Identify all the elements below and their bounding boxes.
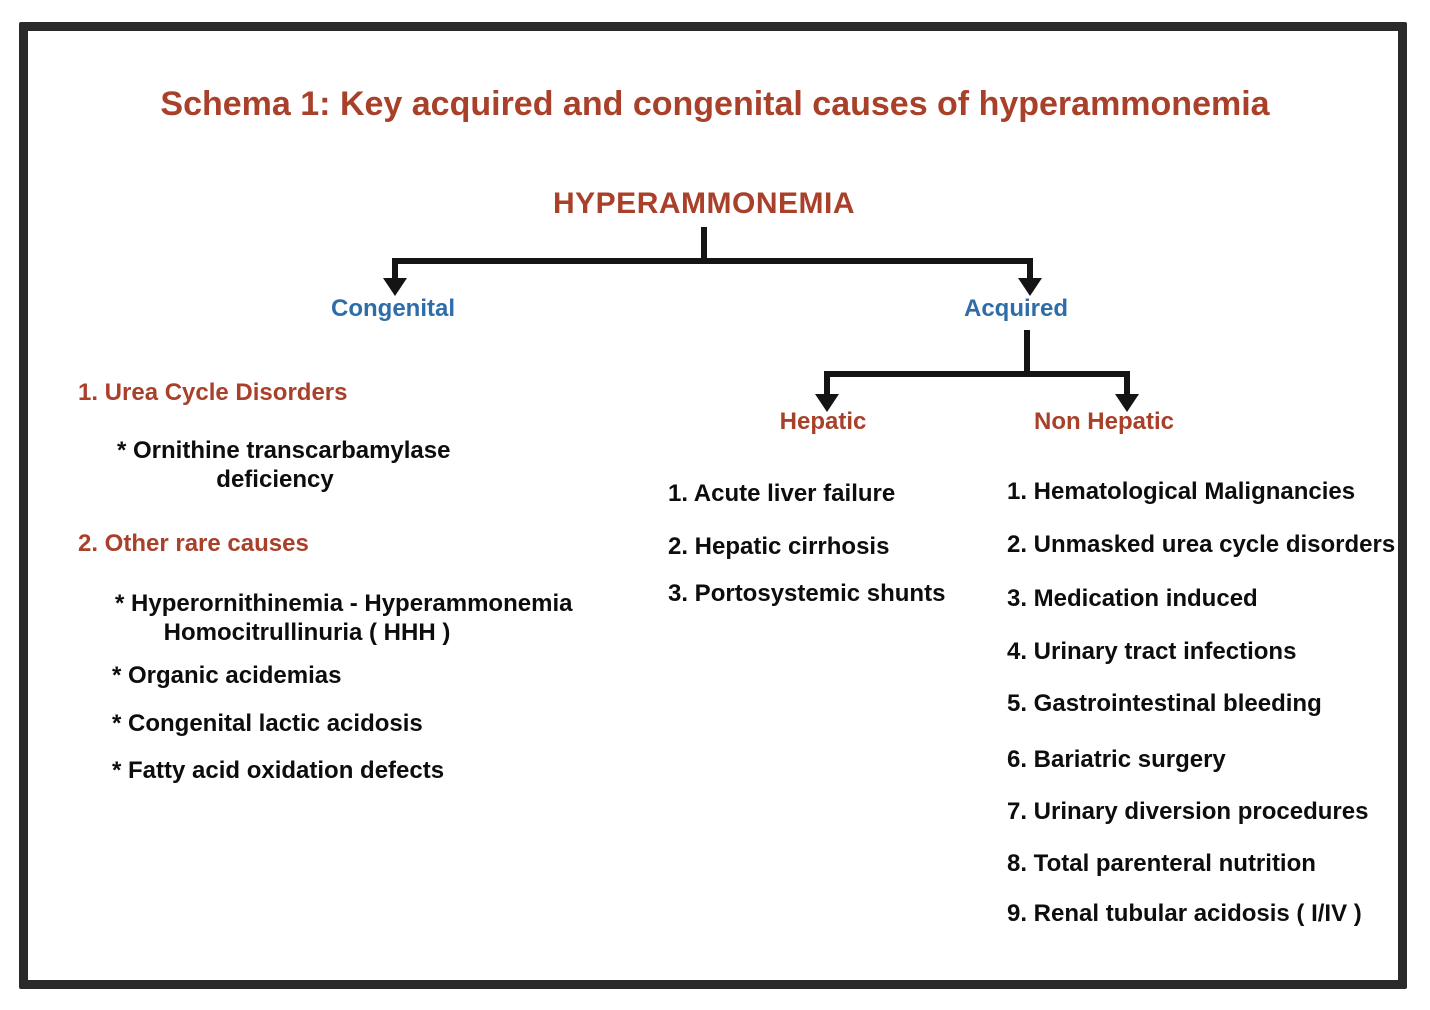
congenital-item-otc-deficiency-line2: deficiency <box>216 466 334 493</box>
branch-label-acquired: Acquired <box>963 295 1068 322</box>
non-hepatic-list-item: 7. Urinary diversion procedures <box>1007 798 1369 825</box>
congenital-item-fatty-acid-oxidation: * Fatty acid oxidation defects <box>112 757 445 784</box>
non-hepatic-list-item: 3. Medication induced <box>1007 585 1258 612</box>
branch-label-non-hepatic: Non Hepatic <box>1033 408 1174 435</box>
congenital-item-hhh-line1: * Hyperornithinemia - Hyperammonemia <box>115 590 573 617</box>
congenital-heading-urea-cycle-disorders: 1. Urea Cycle Disorders <box>78 379 348 406</box>
non-hepatic-list-item: 1. Hematological Malignancies <box>1007 478 1356 505</box>
non-hepatic-list-item: 5. Gastrointestinal bleeding <box>1007 690 1322 717</box>
hepatic-list-item: 2. Hepatic cirrhosis <box>668 533 890 560</box>
congenital-heading-other-rare-causes: 2. Other rare causes <box>78 530 309 557</box>
congenital-item-organic-acidemias: * Organic acidemias <box>112 662 342 689</box>
branch-label-hepatic: Hepatic <box>779 408 867 435</box>
hepatic-list-item: 3. Portosystemic shunts <box>668 580 946 607</box>
non-hepatic-list-item: 6. Bariatric surgery <box>1007 746 1226 773</box>
non-hepatic-list-item: 9. Renal tubular acidosis ( I/IV ) <box>1007 900 1362 927</box>
branch-label-congenital: Congenital <box>331 295 455 322</box>
congenital-item-otc-deficiency-line1: * Ornithine transcarbamylase <box>117 437 451 464</box>
outer-border-frame <box>19 22 1407 989</box>
hepatic-list-item: 1. Acute liver failure <box>668 480 896 507</box>
non-hepatic-list-item: 4. Urinary tract infections <box>1007 638 1297 665</box>
congenital-item-hhh-line2: Homocitrullinuria ( HHH ) <box>163 619 451 646</box>
non-hepatic-list-item: 8. Total parenteral nutrition <box>1007 850 1316 877</box>
non-hepatic-list-item: 2. Unmasked urea cycle disorders <box>1007 531 1396 558</box>
congenital-item-lactic-acidosis: * Congenital lactic acidosis <box>112 710 423 737</box>
diagram-title: Schema 1: Key acquired and congenital ca… <box>160 85 1270 123</box>
root-node-hyperammonemia: HYPERAMMONEMIA <box>553 187 856 220</box>
